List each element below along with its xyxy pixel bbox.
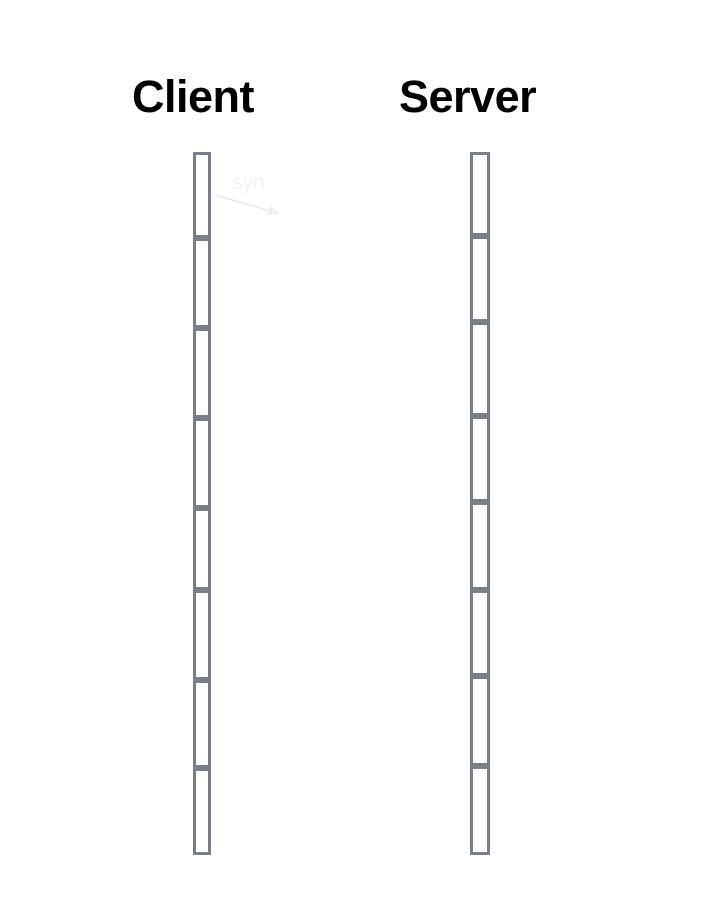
arrow-head [267,205,281,215]
lifeline-segment [193,328,211,418]
lifeline-segment [470,590,490,676]
lifeline-segment [470,152,490,236]
lifeline-segment [193,680,211,768]
lifeline-segment [470,236,490,322]
message-label-syn: syn [232,171,265,194]
lifeline-segment [193,508,211,590]
arrow-shaft [214,193,273,213]
lane-title-server: Server [399,71,537,122]
lifeline-segment [193,152,211,238]
lifeline-segment [470,676,490,766]
lifeline-segment [193,590,211,680]
lane-title-client: Client [132,71,255,122]
lifeline-segment [470,766,490,855]
lifeline-segment [193,768,211,855]
lifeline-segment [193,238,211,328]
message-arrow-syn [214,193,281,215]
lifeline-segment [470,322,490,416]
lifeline-segment [470,502,490,590]
lifeline-segment [193,418,211,508]
lifeline-segment [470,416,490,502]
